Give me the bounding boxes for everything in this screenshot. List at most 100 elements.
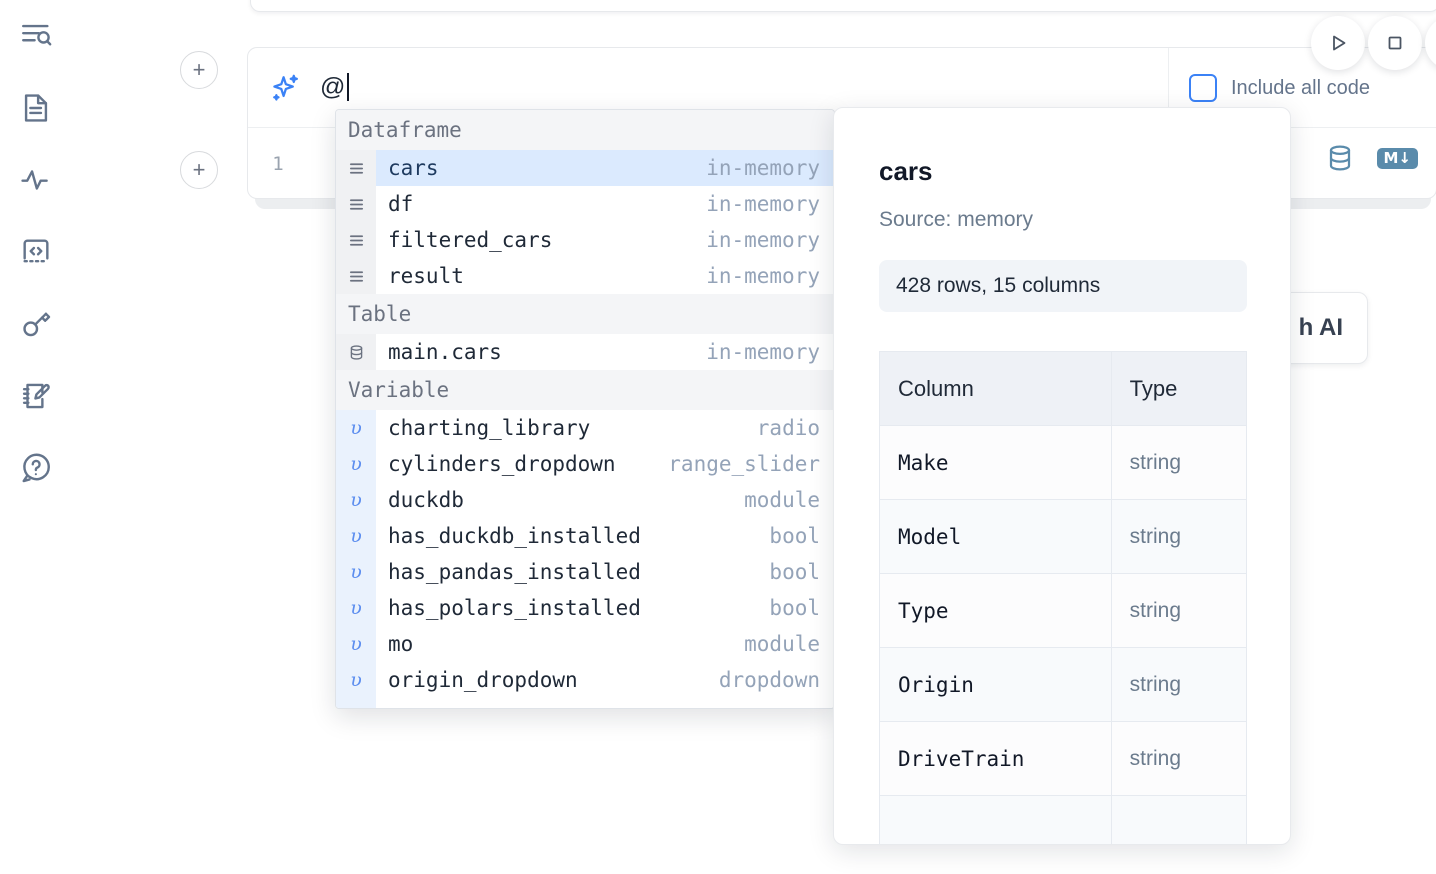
- autocomplete-item-has-polars-installed[interactable]: υ has_polars_installed bool: [336, 590, 834, 626]
- variable-icon: υ: [336, 626, 376, 662]
- autocomplete-item-label: df: [388, 192, 414, 216]
- variable-icon: υ: [336, 554, 376, 590]
- autocomplete-item-label: duckdb: [388, 488, 464, 512]
- cell-tools: M↓: [1325, 143, 1418, 173]
- variable-icon: υ: [336, 590, 376, 626]
- markdown-badge-label: M↓: [1383, 148, 1412, 167]
- plus-icon: +: [192, 157, 206, 182]
- help-chat-icon: [19, 451, 53, 485]
- add-cell-button-bottom[interactable]: +: [180, 151, 218, 189]
- autocomplete-item-result[interactable]: result in-memory: [336, 258, 834, 294]
- autocomplete-item-label: charting_library: [388, 416, 591, 440]
- autocomplete-item-type: in-memory: [706, 228, 820, 252]
- notebook-pencil-icon: [19, 379, 53, 413]
- cell-column-type: string: [1129, 524, 1182, 548]
- ai-sparkle-icon: [268, 71, 302, 105]
- ai-prompt-input[interactable]: @: [320, 73, 349, 102]
- file-explorer-search-icon: [19, 19, 53, 53]
- autocomplete-item-type: in-memory: [706, 340, 820, 364]
- autocomplete-item-cars[interactable]: cars in-memory: [336, 150, 834, 186]
- sidebar-item-secrets[interactable]: [12, 300, 60, 348]
- sidebar-item-snippets[interactable]: [12, 228, 60, 276]
- autocomplete-item-label: has_pandas_installed: [388, 560, 641, 584]
- autocomplete-item-origin-dropdown[interactable]: υ origin_dropdown dropdown: [336, 662, 834, 698]
- variable-icon: υ: [336, 698, 376, 708]
- autocomplete-item-filtered-cars[interactable]: filtered_cars in-memory: [336, 222, 834, 258]
- markdown-badge-icon[interactable]: M↓: [1376, 147, 1418, 169]
- table-row: Type string: [879, 574, 1247, 648]
- sidebar-item-document[interactable]: [12, 84, 60, 132]
- autocomplete-item-type: module: [744, 488, 820, 512]
- preview-source: Source: memory: [879, 208, 1034, 231]
- autocomplete-item-type: radio: [756, 416, 820, 440]
- autocomplete-item-label: result: [388, 264, 464, 288]
- sidebar-item-help[interactable]: [12, 444, 60, 492]
- autocomplete-item-charting-library[interactable]: υ charting_library radio: [336, 410, 834, 446]
- ai-suggestion-card-label: h AI: [1298, 314, 1343, 341]
- autocomplete-item-type: in-memory: [706, 156, 820, 180]
- include-all-code-checkbox[interactable]: [1189, 74, 1217, 102]
- autocomplete-dropdown[interactable]: Dataframe cars in-memory df in-memory: [335, 109, 835, 709]
- autocomplete-item-has-duckdb-installed[interactable]: υ has_duckdb_installed bool: [336, 518, 834, 554]
- line-number: 1: [272, 153, 284, 175]
- sidebar-item-file-explorer[interactable]: [12, 12, 60, 60]
- sidebar-item-activity[interactable]: [12, 156, 60, 204]
- variable-icon: υ: [336, 446, 376, 482]
- variable-icon: υ: [336, 482, 376, 518]
- ai-prompt-value: @: [320, 73, 346, 101]
- variable-icon: υ: [336, 410, 376, 446]
- stop-button[interactable]: [1368, 16, 1422, 70]
- add-cell-button-top[interactable]: +: [180, 51, 218, 89]
- autocomplete-item-label: cylinders_dropdown: [388, 452, 616, 476]
- autocomplete-item-cylinders-dropdown[interactable]: υ cylinders_dropdown range_slider: [336, 446, 834, 482]
- sidebar-rail: [0, 0, 72, 874]
- activity-pulse-icon: [19, 163, 53, 197]
- run-button[interactable]: [1311, 16, 1365, 70]
- cell-column-type: string: [1129, 598, 1182, 622]
- dataframe-rows-icon: [336, 186, 376, 222]
- cell-column-name: DriveTrain: [880, 722, 1112, 795]
- cell-column-name: Origin: [880, 648, 1112, 721]
- column-header-column: Column: [880, 352, 1112, 425]
- variable-icon: υ: [336, 518, 376, 554]
- dataframe-rows-icon: [336, 150, 376, 186]
- autocomplete-item-type: in-memory: [706, 264, 820, 288]
- autocomplete-group-title: Dataframe: [336, 110, 834, 150]
- cell-column-name: Type: [880, 574, 1112, 647]
- autocomplete-item-label: has_polars_installed: [388, 596, 641, 620]
- autocomplete-item-type: dropdown: [718, 668, 820, 692]
- include-all-code-row[interactable]: Include all code: [1168, 48, 1436, 128]
- preview-shape-badge: 428 rows, 15 columns: [879, 260, 1247, 312]
- cell-above[interactable]: [250, 0, 1436, 12]
- table-row: Origin string: [879, 648, 1247, 722]
- autocomplete-item-mo[interactable]: υ mo module: [336, 626, 834, 662]
- preview-schema-table: Column Type Make string Model string Typ…: [879, 351, 1247, 844]
- text-caret: [346, 73, 349, 101]
- sidebar-item-scratchpad[interactable]: [12, 372, 60, 420]
- table-row: Model string: [879, 500, 1247, 574]
- table-header-row: Column Type: [879, 351, 1247, 426]
- autocomplete-item-type: range_slider: [668, 452, 820, 476]
- plus-icon: +: [192, 57, 206, 82]
- autocomplete-item-clipped[interactable]: υ: [336, 698, 834, 708]
- autocomplete-item-type: in-memory: [706, 192, 820, 216]
- column-header-type: Type: [1129, 375, 1178, 401]
- autocomplete-item-type: module: [744, 632, 820, 656]
- autocomplete-group-title: Table: [336, 294, 834, 334]
- autocomplete-item-df[interactable]: df in-memory: [336, 186, 834, 222]
- database-icon[interactable]: [1325, 143, 1355, 173]
- autocomplete-item-main-cars[interactable]: main.cars in-memory: [336, 334, 834, 370]
- cell-column-name: Model: [880, 500, 1112, 573]
- autocomplete-group-title: Variable: [336, 370, 834, 410]
- key-icon: [19, 307, 53, 341]
- code-editor-row[interactable]: 1 M↓: [248, 129, 1436, 199]
- overflow-button[interactable]: [1425, 16, 1436, 70]
- autocomplete-item-duckdb[interactable]: υ duckdb module: [336, 482, 834, 518]
- code-brackets-icon: [19, 235, 53, 269]
- autocomplete-item-label: cars: [388, 156, 439, 180]
- autocomplete-item-label: filtered_cars: [388, 228, 553, 252]
- autocomplete-item-has-pandas-installed[interactable]: υ has_pandas_installed bool: [336, 554, 834, 590]
- autocomplete-item-type: bool: [769, 524, 820, 548]
- include-all-code-label: Include all code: [1231, 76, 1370, 99]
